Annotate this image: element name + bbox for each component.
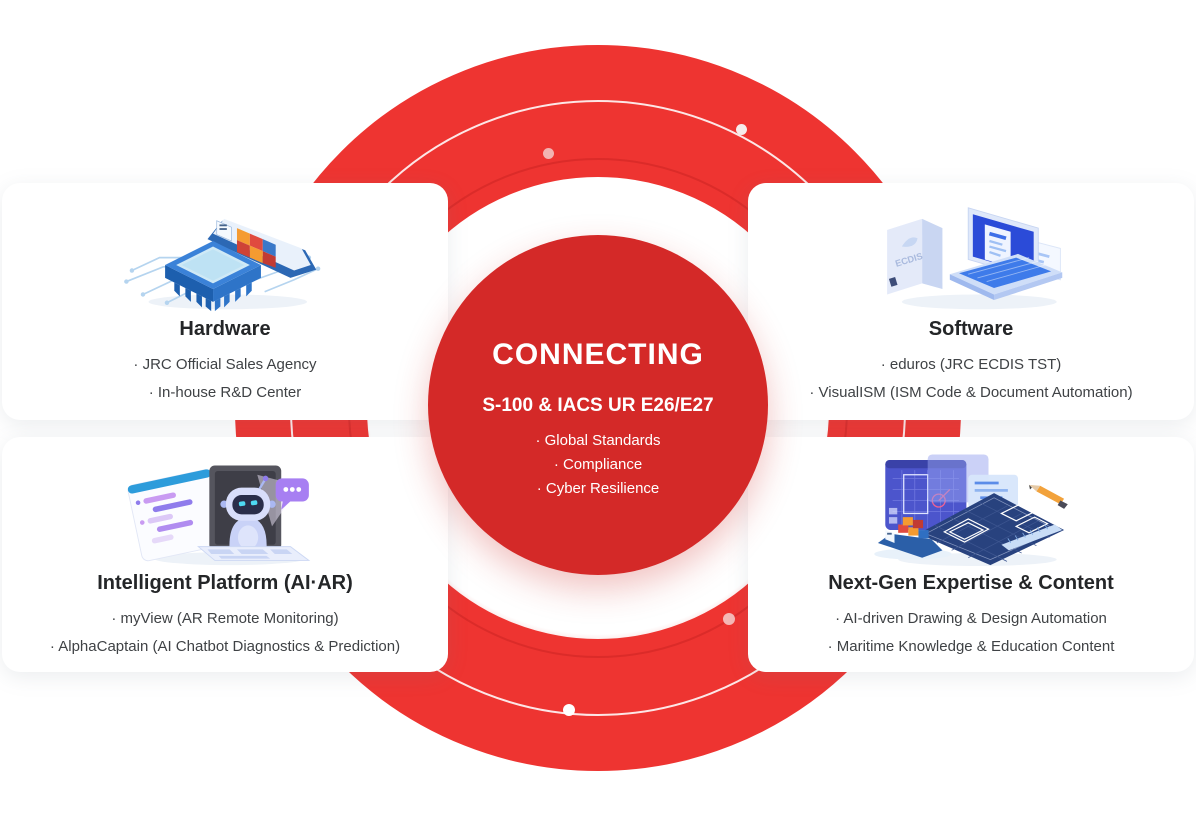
center-title: CONNECTING: [492, 338, 704, 371]
chat-window: [127, 469, 226, 562]
card-bullet-list: · myView (AR Remote Monitoring) · AlphaC…: [50, 605, 400, 661]
orbit-dot: [723, 613, 735, 625]
center-bullet-list: · Global Standards · Compliance · Cyber …: [428, 429, 768, 501]
center-circle: CONNECTING S-100 & IACS UR E26/E27 · Glo…: [428, 235, 768, 575]
card-bullet: · AlphaCaptain (AI Chatbot Diagnostics &…: [49, 638, 401, 655]
card-software: ECDIS: [748, 183, 1194, 420]
card-bullet: · JRC Official Sales Agency: [133, 356, 317, 373]
pencil: [1029, 484, 1068, 509]
laptop: [949, 207, 1063, 301]
orbit-dot: [543, 148, 554, 159]
center-bullet: · Compliance: [553, 456, 643, 473]
card-bullet: · Maritime Knowledge & Education Content: [827, 638, 1115, 655]
card-bullet: · VisualISM (ISM Code & Document Automat…: [809, 384, 1133, 401]
center-bullet: · Global Standards: [535, 432, 661, 449]
card-hardware: Hardware · JRC Official Sales Agency · I…: [2, 183, 448, 420]
ecdis-laptop-illustration: ECDIS: [865, 193, 1077, 313]
card-title: Software: [928, 318, 1014, 340]
small-ship: [874, 517, 952, 560]
card-bullet: · eduros (JRC ECDIS TST): [880, 356, 1062, 373]
card-bullet: · AI-driven Drawing & Design Automation: [835, 610, 1107, 627]
center-subtitle: S-100 & IACS UR E26/E27: [482, 395, 714, 416]
center-bullet: · Cyber Resilience: [536, 480, 660, 497]
laptop-base: [196, 546, 311, 561]
blueprint-drafting-illustration: [865, 447, 1077, 567]
card-title: Next-Gen Expertise & Content: [828, 572, 1114, 594]
card-bullet: · myView (AR Remote Monitoring): [111, 610, 339, 627]
card-bullet-list: · AI-driven Drawing & Design Automation …: [828, 605, 1115, 661]
ai-robot-laptop-illustration: [119, 447, 331, 567]
card-title: Intelligent Platform (AI·AR): [97, 572, 353, 594]
blueprint-board: [918, 493, 1065, 566]
card-bullet: · In-house R&D Center: [148, 384, 302, 401]
ruler: [1001, 524, 1063, 551]
card-intelligent-platform: Intelligent Platform (AI·AR) · myView (A…: [2, 437, 448, 672]
card-bullet-list: · JRC Official Sales Agency · In-house R…: [133, 351, 316, 407]
cpu-chip-ship-illustration: [119, 193, 331, 313]
orbit-dot: [736, 124, 747, 135]
software-box: ECDIS: [887, 218, 943, 295]
speech-bubble: [275, 478, 309, 510]
card-title: Hardware: [179, 318, 271, 340]
container-ship: [207, 218, 317, 278]
card-next-gen: Next-Gen Expertise & Content · AI-driven…: [748, 437, 1194, 672]
card-bullet-list: · eduros (JRC ECDIS TST) · VisualISM (IS…: [809, 351, 1132, 407]
orbit-dot: [563, 704, 575, 716]
